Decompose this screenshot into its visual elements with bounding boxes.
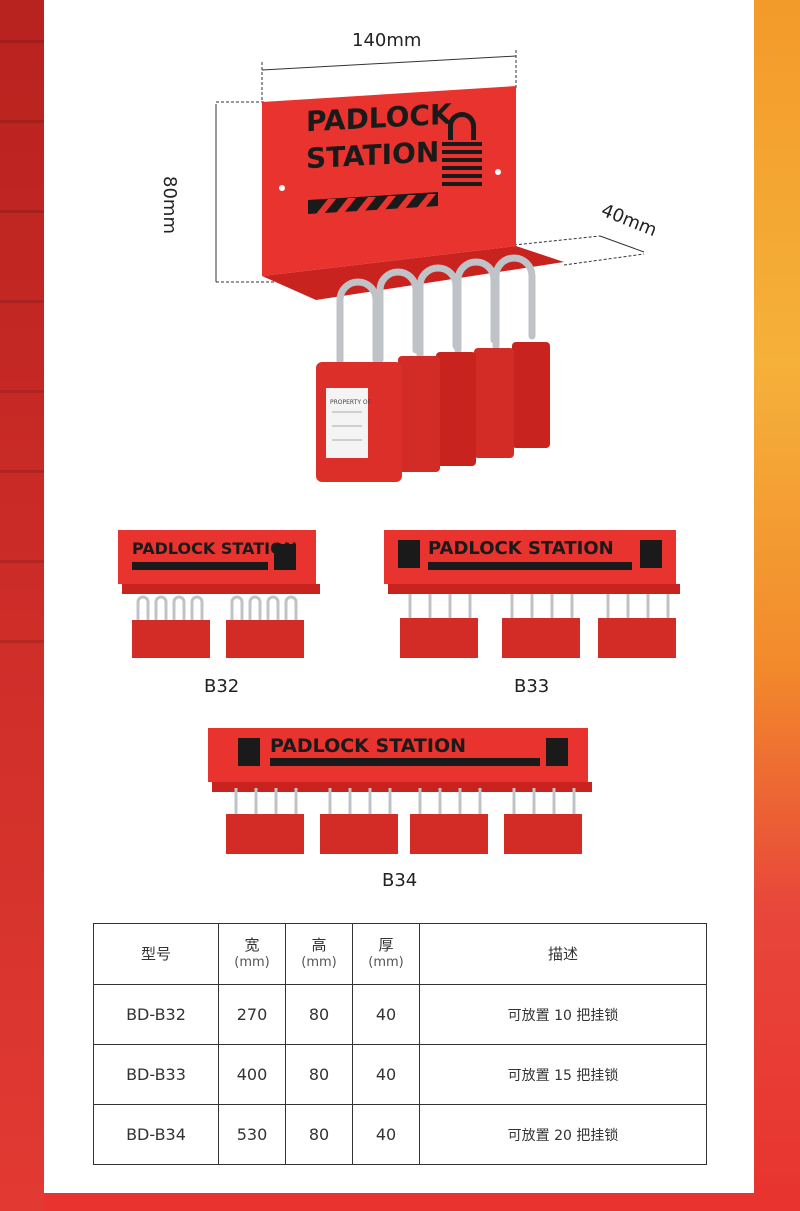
variant-b34-label: B34 xyxy=(382,870,418,891)
header-width: 宽(mm) xyxy=(218,923,286,985)
cell-height: 80 xyxy=(285,984,353,1045)
product-card: PADLOCK STATION xyxy=(44,0,754,1193)
header-model: 型号 xyxy=(93,923,219,985)
table-header-row: 型号 宽(mm) 高(mm) 厚(mm) 描述 xyxy=(93,923,707,985)
cell-thickness: 40 xyxy=(352,1104,420,1165)
table-row: BD-B33 400 80 40 可放置 15 把挂锁 xyxy=(93,1044,707,1105)
width-dimension-label: 140mm xyxy=(352,30,422,51)
spec-table: 型号 宽(mm) 高(mm) 厚(mm) 描述 BD-B32 270 80 40… xyxy=(93,923,707,1165)
padlock-icon xyxy=(238,738,568,766)
hero-tag-text: PROPERTY OF xyxy=(330,399,372,406)
variant-b33-label: B33 xyxy=(514,676,550,697)
cell-thickness: 40 xyxy=(352,1044,420,1105)
variant-b32-image: PADLOCK STATION xyxy=(118,530,320,658)
hero-lock-bodies: PROPERTY OF xyxy=(316,342,550,482)
variant-b34-image: PADLOCK STATION xyxy=(208,728,592,854)
padlock-icon xyxy=(398,540,662,568)
cell-width: 530 xyxy=(218,1104,286,1165)
table-row: BD-B32 270 80 40 可放置 10 把挂锁 xyxy=(93,984,707,1045)
cell-description: 可放置 15 把挂锁 xyxy=(419,1044,707,1105)
cell-model: BD-B32 xyxy=(93,984,219,1045)
b34-sign-text: PADLOCK STATION xyxy=(270,735,466,757)
header-height: 高(mm) xyxy=(285,923,353,985)
left-decorative-strip xyxy=(0,0,44,1211)
height-dimension-label: 80mm xyxy=(159,176,180,234)
header-description: 描述 xyxy=(419,923,707,985)
cell-model: BD-B34 xyxy=(93,1104,219,1165)
variant-b33-image: PADLOCK STATION xyxy=(384,530,680,658)
cell-description: 可放置 10 把挂锁 xyxy=(419,984,707,1045)
hero-padlock-station: PADLOCK STATION xyxy=(215,50,645,482)
b32-sign-text: PADLOCK STATION xyxy=(132,539,297,558)
cell-height: 80 xyxy=(285,1104,353,1165)
cell-thickness: 40 xyxy=(352,984,420,1045)
padlock-icon xyxy=(442,112,482,186)
header-thickness: 厚(mm) xyxy=(352,923,420,985)
padlock-icon xyxy=(274,544,296,570)
cell-height: 80 xyxy=(285,1044,353,1105)
cell-description: 可放置 20 把挂锁 xyxy=(419,1104,707,1165)
cell-model: BD-B33 xyxy=(93,1044,219,1105)
right-decorative-strip xyxy=(754,0,800,1211)
variant-b32-label: B32 xyxy=(204,676,240,697)
cell-width: 270 xyxy=(218,984,286,1045)
hero-sign-line2: STATION xyxy=(306,135,439,175)
hero-sign-line1: PADLOCK xyxy=(306,98,453,139)
b33-sign-text: PADLOCK STATION xyxy=(428,538,614,559)
cell-width: 400 xyxy=(218,1044,286,1105)
table-row: BD-B34 530 80 40 可放置 20 把挂锁 xyxy=(93,1104,707,1165)
